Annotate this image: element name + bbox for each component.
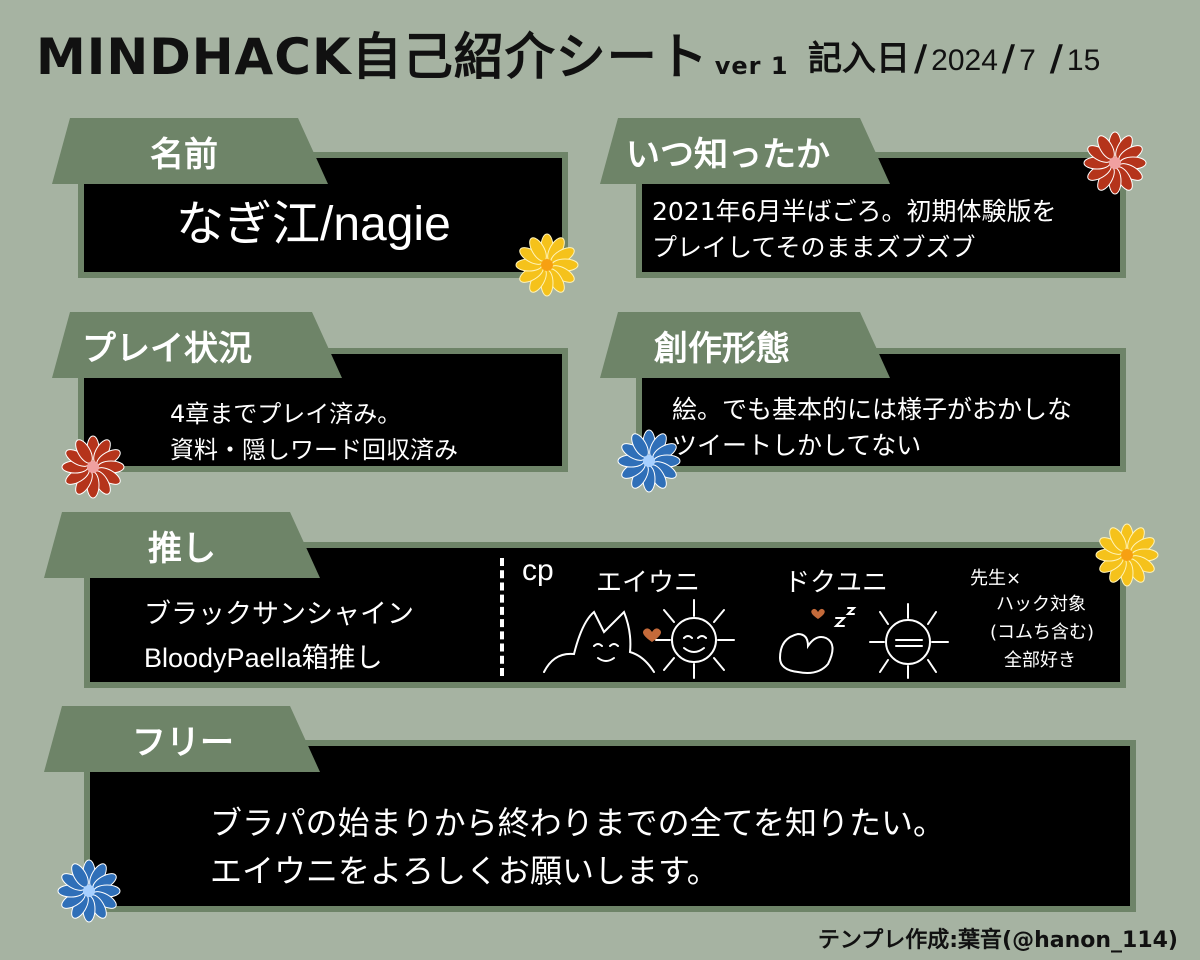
oshi-note3: (コムち含む): [990, 622, 1095, 643]
date-year: 2024: [931, 44, 998, 77]
free-panel: ブラパの始まりから終わりまでの全てを知りたい。 エイウニをよろしくお願いします。: [90, 746, 1130, 906]
free-tab: フリー: [44, 706, 320, 772]
flower-icon: [515, 233, 579, 297]
creation-line2: ツイートしかしてない: [672, 431, 922, 460]
creation-line1: 絵。でも基本的には様子がおかしな: [672, 395, 1073, 424]
when-known-line2: プレイしてそのままズブズブ: [652, 233, 976, 262]
flower-icon: [1095, 523, 1159, 587]
title-text: MINDHACK自己紹介シート: [36, 28, 709, 86]
cp1-label: エイウニ: [596, 568, 701, 598]
creation-tab: 創作形態: [600, 312, 890, 378]
play-status-line2: 資料・隠しワード回収済み: [170, 436, 458, 464]
cp-label: cp: [522, 554, 554, 587]
character-doodle-icon: [778, 603, 949, 679]
flower-icon: [61, 435, 125, 499]
cp2-label: ドクユニ: [784, 568, 889, 598]
play-status-tab: プレイ状況: [52, 312, 342, 378]
version-label: ver 1: [714, 52, 789, 80]
name-label: 名前: [150, 134, 218, 175]
oshi-label: 推し: [148, 528, 216, 569]
entry-date: 記入日/2024/7/15: [808, 38, 1101, 79]
play-status-line1: 4章までプレイ済み。: [170, 400, 402, 428]
free-line1: ブラパの始まりから終わりまでの全てを知りたい。: [210, 804, 946, 842]
name-tab: 名前: [52, 118, 328, 184]
free-label: フリー: [132, 722, 234, 763]
name-value: なぎ江/nagie: [176, 198, 451, 251]
when-known-line1: 2021年6月半ばごろ。初期体験版を: [652, 197, 1057, 226]
date-month: 7: [1019, 44, 1036, 77]
oshi-note1: 先生×: [970, 568, 1022, 589]
when-known-label: いつ知ったか: [626, 134, 830, 175]
date-day: 15: [1066, 44, 1101, 77]
flower-icon: [617, 429, 681, 493]
when-known-tab: いつ知ったか: [600, 118, 890, 184]
template-credit: テンプレ作成:葉音(@hanon_114): [817, 928, 1178, 953]
flower-icon: [57, 859, 121, 923]
character-doodle-icon: [543, 599, 735, 679]
date-label: 記入日: [808, 39, 910, 79]
oshi-line1: ブラックサンシャイン: [144, 599, 414, 630]
oshi-line2: BloodyPaella箱推し: [144, 643, 383, 673]
play-status-label: プレイ状況: [82, 328, 252, 369]
flower-icon: [1083, 131, 1147, 195]
oshi-note4: 全部好き: [1004, 650, 1076, 671]
free-line2: エイウニをよろしくお願いします。: [210, 852, 719, 890]
oshi-tab: 推し: [44, 512, 320, 578]
oshi-note2: ハック対象: [996, 594, 1086, 615]
creation-label: 創作形態: [654, 328, 790, 369]
divider: [500, 558, 504, 676]
